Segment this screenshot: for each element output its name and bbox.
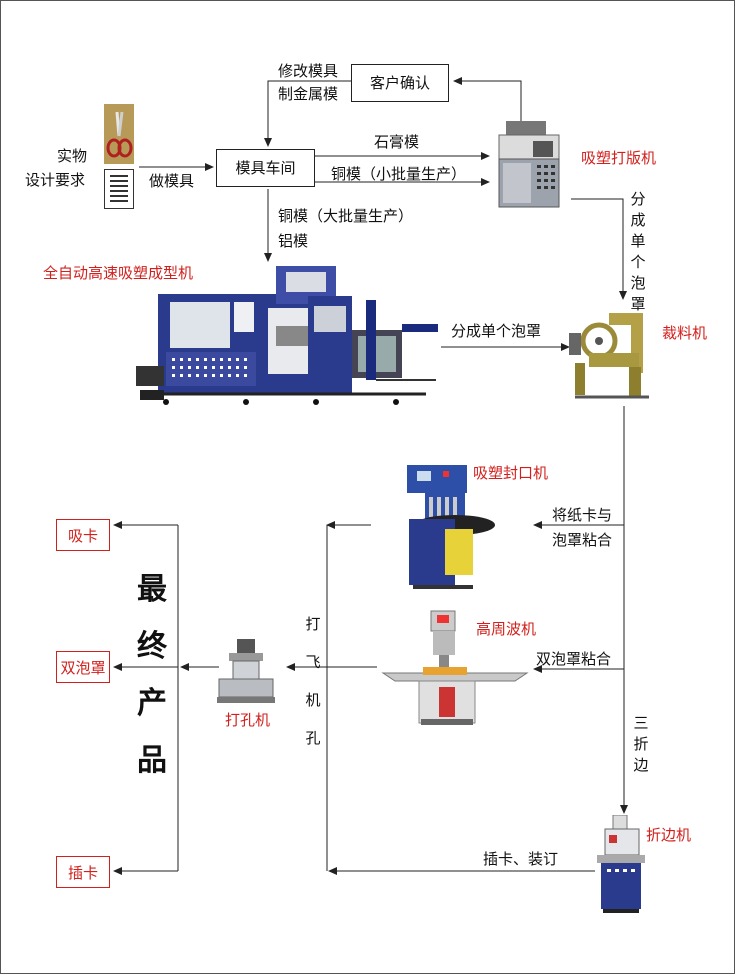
split-vertical-label: 分成单个泡罩	[630, 190, 646, 313]
punch-machine-label: 打孔机	[225, 711, 271, 729]
punch-fly-label: 打飞机孔	[305, 615, 321, 747]
copper-large-label: 铜模（大批量生产）	[278, 207, 414, 225]
customer-confirm-box: 客户确认	[351, 64, 449, 102]
split-horizontal-label: 分成单个泡罩	[451, 322, 542, 340]
metal-mold-label: 制金属模	[278, 85, 339, 103]
aluminum-mold-label: 铝模	[278, 232, 309, 250]
document-icon	[104, 169, 134, 209]
final-product-label: 最终产品	[137, 572, 167, 778]
cutting-machine-label: 裁料机	[662, 324, 708, 342]
fold-machine-label: 折边机	[646, 826, 692, 844]
modify-mold-label: 修改模具	[278, 62, 339, 80]
make-mold-label: 做模具	[149, 172, 195, 190]
double-bond-label: 双泡罩粘合	[536, 650, 612, 668]
plaster-mold-label: 石膏模	[374, 133, 420, 151]
folding-machine-photo	[595, 814, 647, 915]
arrow-modify-mold	[264, 80, 351, 147]
sealing-machine-label: 吸塑封口机	[473, 464, 549, 482]
auto-forming-machine-photo	[136, 266, 441, 408]
insert-bind-label: 插卡、装订	[483, 850, 559, 868]
arrow-split-vertical	[571, 198, 627, 300]
hf-welding-machine-photo	[381, 609, 531, 727]
proof-machine-photo	[491, 119, 573, 211]
output-insert-box: 插卡	[56, 856, 110, 888]
output-card-box: 吸卡	[56, 519, 110, 551]
tri-fold-label: 三折边	[633, 714, 649, 774]
sealing-machine-photo	[403, 463, 497, 591]
auto-machine-label: 全自动高速吸塑成型机	[43, 264, 194, 282]
copper-small-label: 铜模（小批量生产）	[331, 165, 467, 183]
hf-machine-label: 高周波机	[476, 620, 537, 638]
scissors-photo	[104, 104, 134, 164]
proof-machine-label: 吸塑打版机	[581, 149, 657, 167]
arrow-to-customer	[453, 77, 522, 123]
bond-card-line1: 将纸卡与	[552, 506, 613, 524]
punch-machine-photo	[215, 637, 277, 705]
bond-card-line2: 泡罩粘合	[552, 531, 613, 549]
sample-label: 实物	[57, 147, 88, 165]
output-double-box: 双泡罩	[56, 651, 110, 683]
cutting-machine-photo	[569, 303, 655, 403]
mold-shop-box: 模具车间	[216, 149, 315, 187]
design-label: 设计要求	[25, 171, 86, 189]
